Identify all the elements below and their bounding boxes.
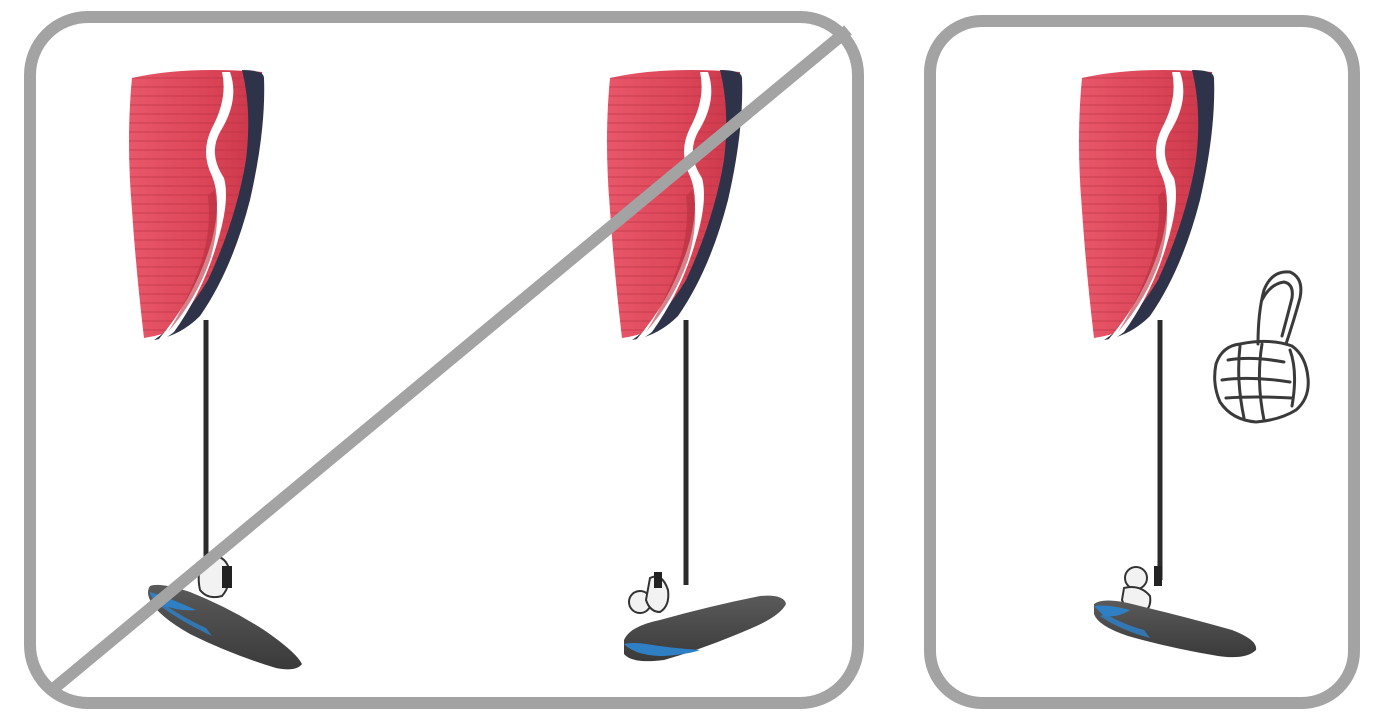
panel-correct: [930, 21, 1354, 703]
panel-incorrect: [30, 17, 858, 703]
